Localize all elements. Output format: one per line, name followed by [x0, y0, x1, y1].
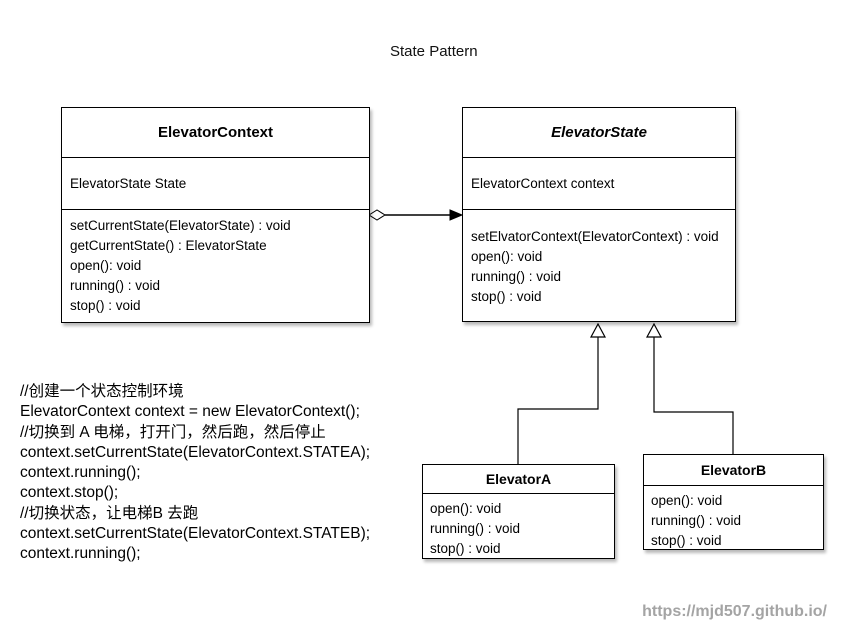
methods-section: setElvatorContext(ElevatorContext) : voi… [463, 210, 735, 307]
code-line: //切换到 A 电梯，打开门，然后跑，然后停止 [20, 423, 326, 441]
code-snippet: //创建一个状态控制环境 ElevatorContext context = n… [20, 382, 420, 565]
class-name-elevatora: ElevatorA [485, 471, 552, 487]
attribute-row: ElevatorContext context [463, 157, 735, 210]
method-row: open(): void [651, 493, 723, 508]
attribute-row: ElevatorState State [62, 157, 369, 210]
methods-section: setCurrentState(ElevatorState) : void ge… [62, 210, 369, 316]
method-row: setCurrentState(ElevatorState) : void [70, 218, 291, 233]
class-name-elevatorstate: ElevatorState [551, 124, 647, 141]
method-row: open(): void [471, 249, 543, 264]
code-line: //切换状态，让电梯B 去跑 [20, 504, 199, 522]
diagram-title: State Pattern [390, 43, 478, 60]
class-box-elevatorb: ElevatorB open(): void running() : void … [643, 454, 824, 550]
generalization-right [645, 322, 734, 454]
code-line: ElevatorContext context = new ElevatorCo… [20, 403, 360, 421]
method-row: running() : void [471, 269, 562, 284]
method-row: open(): void [70, 258, 142, 273]
class-name-elevatorb: ElevatorB [700, 462, 767, 478]
class-box-elevatora: ElevatorA open(): void running() : void … [422, 464, 615, 559]
class-box-elevatorcontext: ElevatorContext ElevatorState State setC… [61, 107, 370, 323]
method-row: stop() : void [70, 298, 141, 313]
aggregation-arrow [368, 209, 464, 221]
code-line: context.running(); [20, 464, 141, 482]
generalization-left [517, 322, 607, 464]
method-row: setElvatorContext(ElevatorContext) : voi… [471, 229, 719, 244]
section-divider [644, 485, 823, 486]
class-name-elevatorcontext: ElevatorContext [157, 124, 274, 141]
method-row: stop() : void [430, 541, 501, 556]
code-line: context.stop(); [20, 484, 119, 502]
method-row: running() : void [651, 513, 742, 528]
aggregation-diamond-icon [368, 209, 386, 221]
method-row: getCurrentState() : ElevatorState [70, 238, 267, 253]
method-row: running() : void [70, 278, 161, 293]
inheritance-triangle-icon [589, 322, 607, 338]
watermark-url: https://mjd507.github.io/ [642, 603, 827, 620]
section-divider [423, 493, 614, 494]
method-row: stop() : void [651, 533, 722, 548]
method-row: running() : void [430, 521, 521, 536]
method-row: open(): void [430, 501, 502, 516]
code-line: context.running(); [20, 545, 141, 563]
inheritance-triangle-icon [645, 322, 663, 338]
methods-section: open(): void running() : void stop() : v… [423, 494, 614, 559]
class-box-elevatorstate: ElevatorState ElevatorContext context se… [462, 107, 736, 322]
arrowhead-icon [449, 209, 464, 221]
methods-section: open(): void running() : void stop() : v… [644, 486, 823, 551]
code-line: context.setCurrentState(ElevatorContext.… [20, 525, 371, 543]
code-line: context.setCurrentState(ElevatorContext.… [20, 443, 371, 461]
code-line: //创建一个状态控制环境 [20, 383, 184, 400]
method-row: stop() : void [471, 289, 542, 304]
